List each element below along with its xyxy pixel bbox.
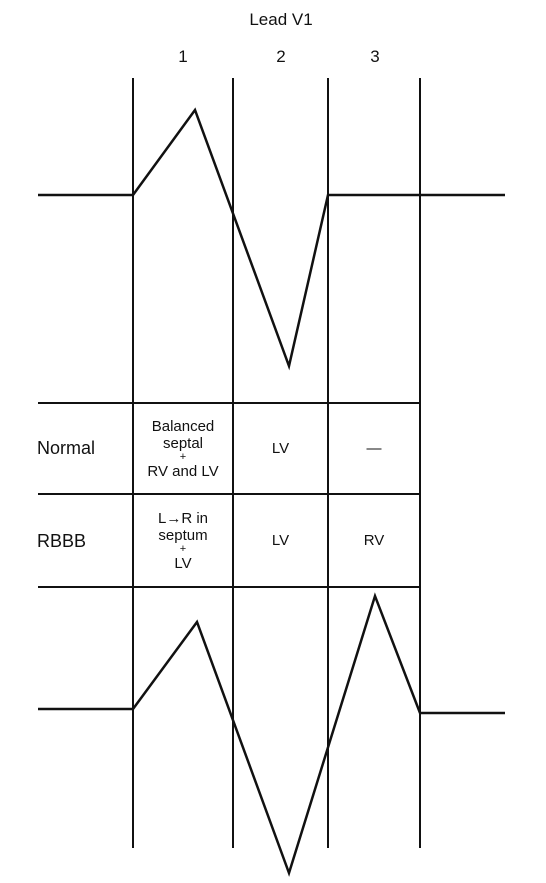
normal-cell-3: — <box>329 404 419 493</box>
rbbb-cell-1-line-4: LV <box>174 554 192 572</box>
column-header-3: 3 <box>370 47 379 66</box>
normal-cell-1-line-4: RV and LV <box>147 462 219 480</box>
column-header-1: 1 <box>178 47 187 66</box>
normal-cell-2: LV <box>234 404 327 493</box>
diagram-title: Lead V1 <box>249 10 312 29</box>
rbbb-cell-3-line-1: RV <box>363 532 385 549</box>
rbbb-cell-1-line-2: septum <box>158 526 208 544</box>
rbbb-cell-2-line-1: LV <box>271 532 290 549</box>
row-label-normal: Normal <box>37 438 96 458</box>
column-header-2: 2 <box>276 47 285 66</box>
rbbb-waveform <box>38 592 505 877</box>
row-label-rbbb: RBBB <box>37 531 87 551</box>
normal-cell-1-line-3: + <box>179 450 187 463</box>
rbbb-cell-1: L→R in septum + LV <box>134 495 232 586</box>
normal-cell-2-line-1: LV <box>271 440 290 457</box>
normal-cell-1-line-2: septal <box>162 434 204 452</box>
rbbb-cell-1-line-1: L→R in <box>157 509 209 527</box>
normal-cell-3-line-1: — <box>366 440 382 457</box>
table-lines <box>38 402 420 588</box>
normal-cell-1: Balanced septal + RV and LV <box>134 404 232 493</box>
normal-cell-1-line-1: Balanced <box>151 417 215 435</box>
rbbb-cell-3: RV <box>329 495 419 586</box>
normal-waveform <box>38 107 505 371</box>
rbbb-cell-1-line-3: + <box>179 542 187 555</box>
rbbb-cell-2: LV <box>234 495 327 586</box>
